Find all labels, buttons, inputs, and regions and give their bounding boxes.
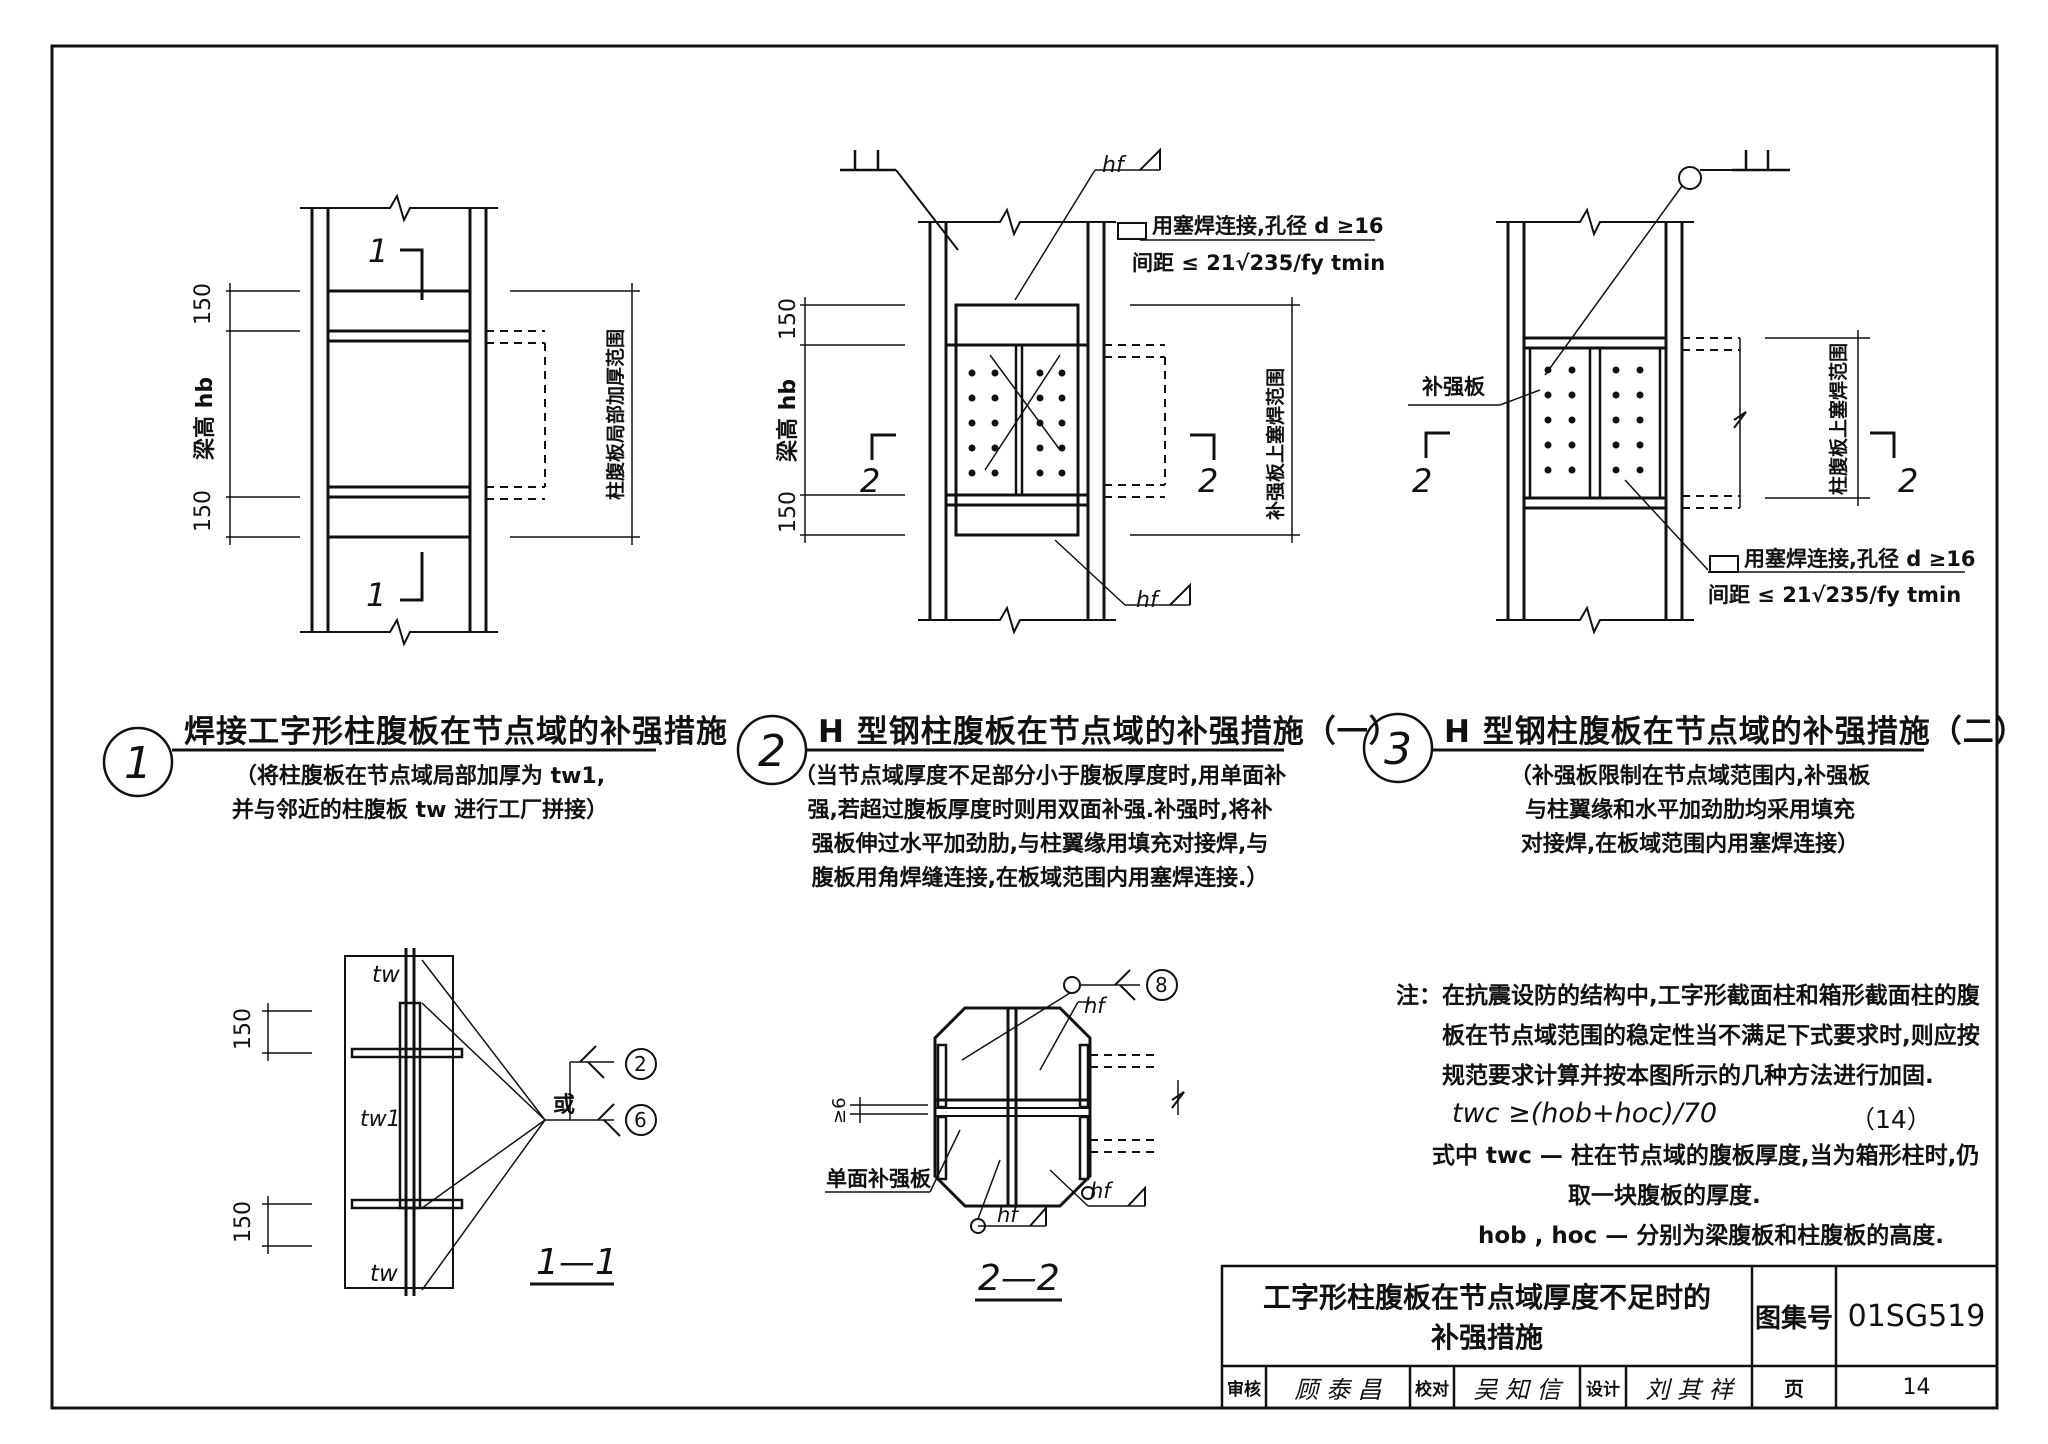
detail-3-range-label: 柱腹板上塞焊范围 <box>1827 343 1850 495</box>
detail-2-range-label: 补强板上塞焊范围 <box>1264 368 1287 520</box>
detail-2-dim-bottom: 150 <box>776 491 801 533</box>
design-signature: 刘 其 祥 <box>1645 1375 1733 1404</box>
detail-2-dim-top: 150 <box>776 298 801 340</box>
page-number: 14 <box>1902 1374 1931 1400</box>
detail-3-number-circle <box>1362 712 1434 784</box>
title-block-frame <box>1220 1264 1999 1410</box>
detail-3-plug-weld: 用塞焊连接,孔径 d ≥16 <box>1744 547 1975 571</box>
section-1-1-or: 或 <box>553 1092 575 1118</box>
detail-3-sec-left: 2 <box>1412 462 1432 500</box>
detail-1-dim-bottom: 150 <box>191 490 216 532</box>
page-label: 页 <box>1784 1376 1804 1401</box>
section-1-1-tw-top: tw <box>372 962 400 988</box>
note-where-3: hob , hoc — 分别为梁腹板和柱腹板的高度. <box>1478 1223 1944 1249</box>
detail-1-desc-line: （将柱腹板在节点域局部加厚为 tw1, <box>234 764 606 789</box>
detail-1-desc-line: 并与邻近的柱腹板 tw 进行工厂拼接） <box>231 798 609 823</box>
section-2-2-drawing <box>825 969 1185 1234</box>
detail-3-desc-line: 对接焊,在板域范围内用塞焊连接） <box>1520 832 1860 857</box>
review-label: 审核 <box>1227 1379 1261 1400</box>
detail-2-spacing: 间距 ≤ 21√235/fy tmin <box>1132 251 1385 275</box>
section-2-2-title: 2—2 <box>978 1258 1060 1299</box>
detail-2-elevation <box>800 147 1375 635</box>
detail-3-desc: （补强板限制在节点域范围内,补强板 与柱翼缘和水平加劲肋均采用填充 对接焊,在板… <box>1440 760 1940 862</box>
detail-2-desc-line: 强板伸过水平加劲肋,与柱翼缘用填充对接焊,与 <box>811 832 1269 857</box>
detail-1-title: 焊接工字形柱腹板在节点域的补强措施 <box>184 714 728 750</box>
detail-2-desc-line: 腹板用角焊缝连接,在板域范围内用塞焊连接.） <box>811 866 1269 891</box>
check-signature: 吴 知 信 <box>1473 1375 1561 1404</box>
note-line: 规范要求计算并按本图所示的几种方法进行加固. <box>1442 1063 1934 1089</box>
section-2-2-gap: ≥6 <box>829 1097 850 1124</box>
detail-1-desc: （将柱腹板在节点域局部加厚为 tw1, 并与邻近的柱腹板 tw 进行工厂拼接） <box>160 760 680 828</box>
sheet-border <box>50 44 1999 1410</box>
detail-1-range-label: 柱腹板局部加厚范围 <box>604 329 627 500</box>
detail-2-title: H 型钢柱腹板在节点域的补强措施（一） <box>818 714 1401 750</box>
detail-2-number: 2 <box>758 726 786 777</box>
section-1-1-drawing <box>262 948 657 1296</box>
note-formula: twc ≥(hob+hoc)/70 <box>1452 1098 1718 1129</box>
detail-2-hf-bottom: hf <box>1136 588 1161 613</box>
detail-2-sec-right: 2 <box>1198 462 1218 500</box>
note-formula-number: （14） <box>1850 1105 1932 1134</box>
detail-2-beam-height: 梁高 hb <box>775 379 801 463</box>
detail-2-desc: （当节点域厚度不足部分小于腹板厚度时,用单面补 强,若超过腹板厚度时则用双面补强… <box>780 760 1300 896</box>
detail-2-desc-line: （当节点域厚度不足部分小于腹板厚度时,用单面补 <box>793 764 1287 789</box>
title-line-1: 工字形柱腹板在节点域厚度不足时的 <box>1262 1281 1711 1314</box>
detail-2-desc-line: 强,若超过腹板厚度时则用双面补强.补强时,将补 <box>807 798 1273 823</box>
note-where-1: 式中 twc — 柱在节点域的腹板厚度,当为箱形柱时,仍 <box>1432 1143 1980 1169</box>
section-1-1-dim-top: 150 <box>231 1008 256 1050</box>
detail-1-sec-top: 1 <box>368 232 388 270</box>
atlas-number: 01SG519 <box>1847 1298 1986 1334</box>
section-2-2-hf-bottom: hf <box>997 1203 1021 1227</box>
note-where-2: 取一块腹板的厚度. <box>1568 1183 1761 1209</box>
detail-1-sec-bottom: 1 <box>366 576 386 614</box>
section-1-1-weld-b: 6 <box>634 1108 647 1132</box>
atlas-label: 图集号 <box>1754 1303 1833 1334</box>
detail-3-number: 3 <box>1384 724 1412 775</box>
title-line-2: 补强措施 <box>1430 1321 1543 1354</box>
detail-2-plug-weld: 用塞焊连接,孔径 d ≥16 <box>1152 214 1383 238</box>
check-label: 校对 <box>1415 1379 1449 1400</box>
detail-3-elevation <box>1408 150 1965 635</box>
detail-3-title: H 型钢柱腹板在节点域的补强措施（二） <box>1444 714 2027 750</box>
detail-2-sec-left: 2 <box>860 462 880 500</box>
section-2-2-plate: 单面补强板 <box>826 1167 932 1191</box>
detail-3-desc-line: （补强板限制在节点域范围内,补强板 <box>1509 764 1871 789</box>
detail-1-dim-top: 150 <box>191 283 216 325</box>
detail-1-beam-height: 梁高 hb <box>192 377 218 461</box>
note-line: 板在节点域范围的稳定性当不满足下式要求时,则应按 <box>1442 1023 1980 1049</box>
section-1-1-tw1: tw1 <box>360 1107 401 1132</box>
section-1-1-tw-bottom: tw <box>370 1261 398 1287</box>
design-label: 设计 <box>1586 1379 1620 1400</box>
section-2-2-weld-number: 8 <box>1155 973 1168 997</box>
section-2-2-hf-top: hf <box>1084 994 1108 1018</box>
title-block-title: 工字形柱腹板在节点域厚度不足时的 补强措施 <box>1222 1270 1752 1366</box>
section-1-1-title: 1—1 <box>536 1242 618 1283</box>
detail-1-elevation <box>226 193 640 647</box>
detail-3-sec-right: 2 <box>1898 462 1918 500</box>
detail-1-number: 1 <box>124 738 152 789</box>
detail-1-number-circle <box>102 726 174 798</box>
note-line: 在抗震设防的结构中,工字形截面柱和箱形截面柱的腹 <box>1442 983 1980 1009</box>
review-signature: 顾 泰 昌 <box>1294 1375 1382 1404</box>
note-body: 在抗震设防的结构中,工字形截面柱和箱形截面柱的腹 板在节点域范围的稳定性当不满足… <box>1442 976 1982 1096</box>
section-1-1-weld-a: 2 <box>634 1052 647 1076</box>
note-head: 注： <box>1396 983 1442 1009</box>
section-1-1-dim-bottom: 150 <box>231 1201 256 1243</box>
detail-3-spacing: 间距 ≤ 21√235/fy tmin <box>1708 583 1961 607</box>
detail-3-plate-label: 补强板 <box>1421 375 1486 399</box>
section-2-2-hf-right: hf <box>1090 1179 1114 1203</box>
detail-2-hf-top: hf <box>1102 153 1127 178</box>
detail-3-desc-line: 与柱翼缘和水平加劲肋均采用填充 <box>1524 798 1855 823</box>
